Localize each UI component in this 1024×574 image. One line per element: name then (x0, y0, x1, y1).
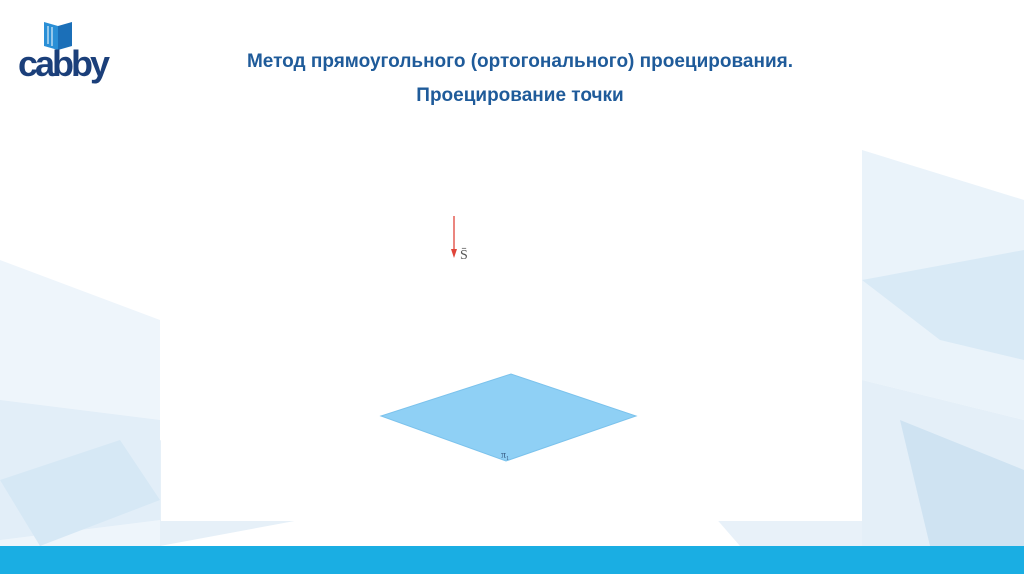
diagram-panel: S̄ π₁ (161, 128, 862, 521)
cabby-logo: cabby (18, 16, 110, 88)
plane-label: π₁ (501, 450, 510, 461)
vector-label: S̄ (460, 247, 468, 263)
projection-vector (451, 216, 457, 258)
page-title: Метод прямоугольного (ортогонального) пр… (140, 45, 900, 113)
title-line-1: Метод прямоугольного (ортогонального) пр… (246, 51, 794, 72)
logo-wordmark: cabby (18, 43, 110, 84)
projection-diagram: S̄ π₁ (379, 216, 638, 462)
book-icon (44, 22, 72, 50)
title-line-2: Проецирование точки (416, 85, 624, 106)
projection-plane (379, 373, 638, 462)
bottom-bar (0, 546, 1024, 574)
